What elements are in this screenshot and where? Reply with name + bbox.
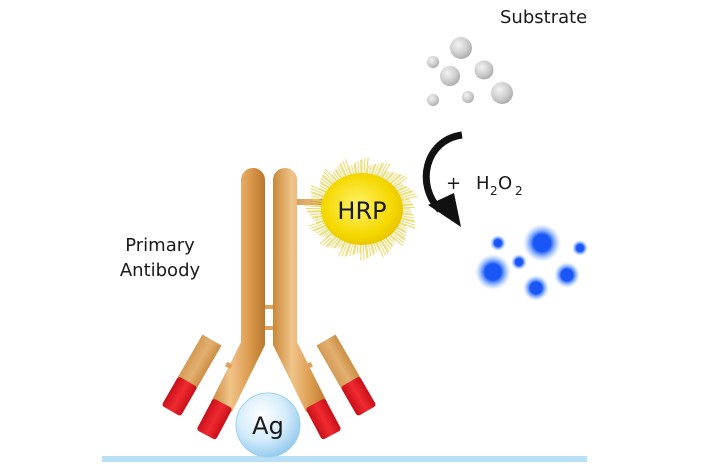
product-bubble <box>523 275 549 301</box>
product-molecules <box>475 224 588 301</box>
product-bubble <box>475 254 511 290</box>
substrate-bubble <box>474 60 494 80</box>
heavy-chain-right <box>273 168 327 412</box>
arm-bridge <box>224 361 233 370</box>
antigen-label: Ag <box>252 412 284 440</box>
substrate-molecules <box>427 37 513 106</box>
hrp-enzyme: HRP <box>304 157 418 262</box>
reagent-o: O <box>498 173 512 194</box>
product-bubble <box>523 224 561 262</box>
primary-antibody <box>162 168 376 440</box>
substrate-bubble <box>462 91 474 103</box>
antigen-binding-tip <box>162 377 197 416</box>
substrate-bubble <box>440 66 460 86</box>
substrate-bubble <box>427 56 439 68</box>
curved-arrow-icon <box>422 131 463 227</box>
antibody-label-line2: Antibody <box>120 260 201 281</box>
substrate-bubble <box>427 94 439 106</box>
product-bubble <box>511 254 527 270</box>
substrate-bubble <box>450 37 472 59</box>
product-bubble <box>554 262 580 288</box>
antibody-label-line1: Primary <box>125 235 195 256</box>
reagent-plus: + <box>446 173 461 194</box>
hrp-linker <box>294 199 324 205</box>
substrate-label: Substrate <box>500 7 587 28</box>
antigen-binding-tip <box>306 399 341 440</box>
light-chain-right <box>316 334 361 389</box>
arm-bridge <box>305 361 314 370</box>
substrate-bubble <box>491 82 513 104</box>
antigen-binding-tip <box>341 377 376 416</box>
hrp-label: HRP <box>337 197 386 225</box>
heavy-chain-left <box>211 168 265 412</box>
product-bubble <box>490 235 506 251</box>
hinge-bridge <box>265 305 273 309</box>
product-bubble <box>572 240 588 256</box>
reagent-h: H <box>476 173 490 194</box>
reagent-h2o2: H 2 O 2 <box>476 173 523 198</box>
hinge-bridge <box>265 326 273 330</box>
reagent-subscript-2: 2 <box>515 184 523 198</box>
antigen-binding-tip <box>197 399 232 440</box>
plate-surface <box>102 456 587 462</box>
light-chain-left <box>177 334 222 389</box>
reagent-subscript-1: 2 <box>490 184 498 198</box>
antigen: Ag <box>235 392 301 458</box>
